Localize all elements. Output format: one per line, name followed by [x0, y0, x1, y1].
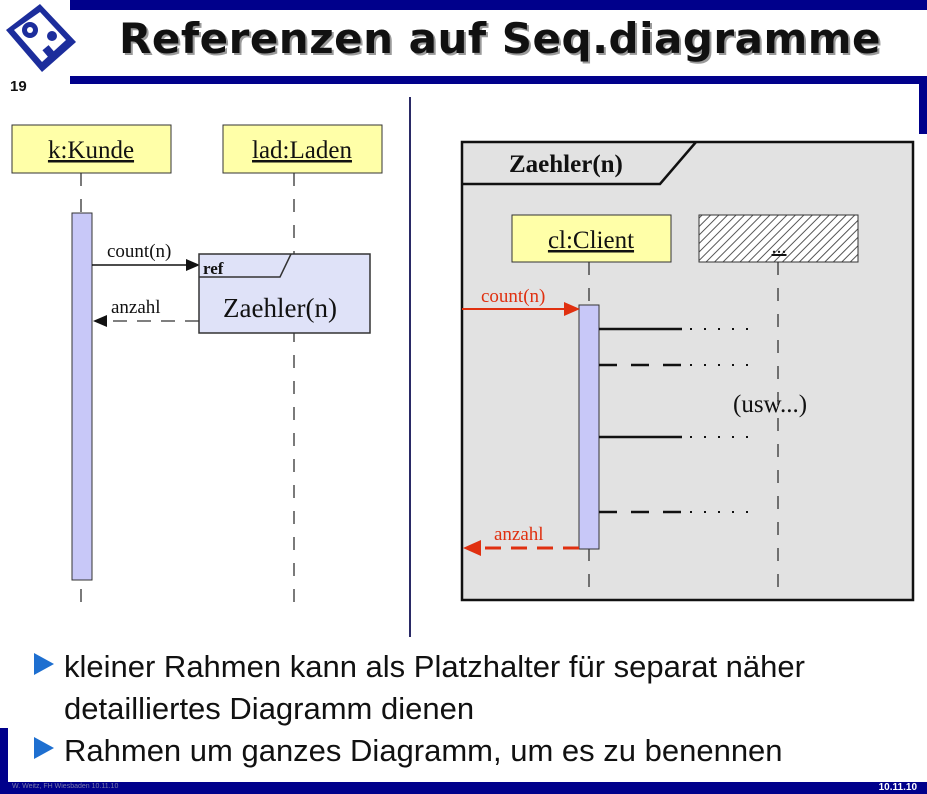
bullet-list: kleiner Rahmen kann als Platzhalter für …: [34, 646, 914, 772]
lifeline-label-kunde: k:Kunde: [48, 137, 134, 164]
bullet-item: Rahmen um ganzes Diagramm, um es zu bene…: [34, 730, 914, 772]
ref-frame-name: Zaehler(n): [223, 293, 337, 323]
lifeline-label-other: ...: [772, 236, 787, 258]
lifeline-box-other: [698, 214, 859, 263]
lifeline-box-client: [511, 214, 672, 263]
sd-frame-tag: [462, 141, 697, 186]
right-diagram: Zaehler(n) cl:Client ... count(n) (usw..…: [460, 140, 915, 602]
header-top-bar: [70, 0, 927, 10]
sequence-diagrams: k:Kunde lad:Laden count(n) ref Zaehler(n…: [11, 97, 915, 637]
footer-author: W. Weitz, FH Wiesbaden 10.11.10: [12, 783, 119, 790]
sd-frame-name: Zaehler(n): [509, 151, 623, 178]
bullet-text: kleiner Rahmen kann als Platzhalter für …: [64, 649, 805, 726]
lifeline-box-kunde: [11, 124, 172, 174]
bullet-item: kleiner Rahmen kann als Platzhalter für …: [34, 646, 914, 730]
bullet-text: Rahmen um ganzes Diagramm, um es zu bene…: [64, 733, 783, 768]
message-count-label: count(n): [107, 241, 171, 262]
gate-count-arrowhead: [564, 302, 580, 316]
gate-anzahl-arrowhead: [463, 540, 481, 556]
header-bottom-bar: [70, 76, 927, 84]
left-diagram: k:Kunde lad:Laden count(n) ref Zaehler(n…: [11, 124, 383, 608]
message-count-arrowhead: [186, 259, 200, 271]
lifeline-label-client: cl:Client: [548, 227, 634, 254]
message-anzahl-arrowhead: [93, 315, 107, 327]
gate-count-label: count(n): [481, 286, 545, 307]
ref-frame-tag: [199, 253, 292, 278]
disk-logo-icon: [6, 4, 76, 72]
footer-bar: [0, 782, 927, 794]
message-anzahl-label: anzahl: [111, 297, 161, 318]
footer-date: 10.11.10: [878, 782, 917, 793]
activation-bar-kunde: [71, 212, 93, 581]
bullet-arrow-icon: [34, 737, 54, 759]
lifeline-label-laden: lad:Laden: [252, 137, 352, 164]
page-number: 19: [10, 78, 27, 95]
footer-left-bar: [0, 728, 8, 788]
lifeline-box-laden: [222, 124, 383, 174]
slide-title: Referenzen auf Seq.diagramme: [119, 14, 881, 63]
etc-note: (usw...): [733, 391, 807, 418]
gate-anzahl-label: anzahl: [494, 524, 544, 545]
activation-bar-client: [578, 304, 600, 550]
header-right-bar: [919, 84, 927, 134]
ref-tag-label: ref: [203, 259, 224, 278]
bullet-arrow-icon: [34, 653, 54, 675]
